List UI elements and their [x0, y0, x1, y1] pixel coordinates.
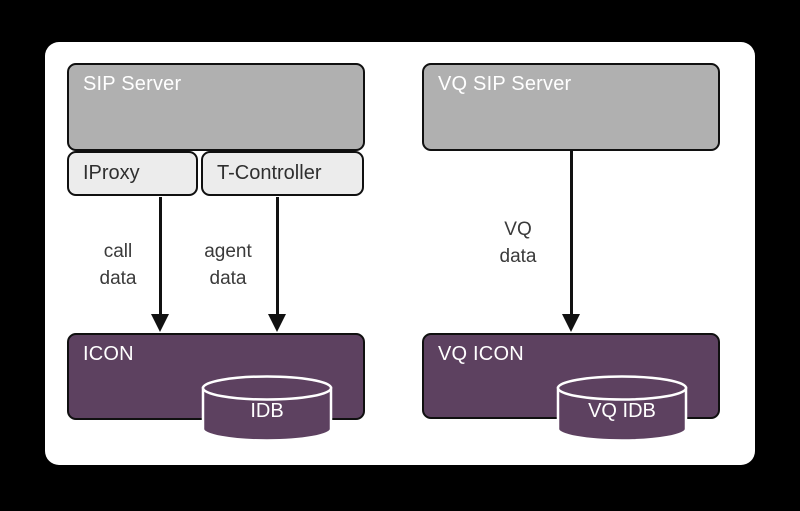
vq-data-flow-label: VQ data — [499, 219, 537, 267]
sip-server-label: SIP Server — [83, 73, 182, 95]
vq-icon-label: VQ ICON — [438, 343, 524, 365]
t-controller-box: T-Controller — [201, 151, 364, 196]
agent-data-arrowhead-icon — [268, 314, 286, 332]
vq-idb-database-cylinder-icon: VQ IDB — [555, 374, 689, 444]
agent-data-arrow-line — [276, 197, 279, 316]
idb-label: IDB — [250, 400, 284, 422]
vq-sip-server-label: VQ SIP Server — [438, 73, 572, 95]
sip-server-box: SIP Server — [67, 63, 365, 151]
diagram-canvas: SIP Server IProxy T-Controller call data… — [45, 42, 755, 465]
icon-label: ICON — [83, 343, 134, 365]
vq-idb-label: VQ IDB — [588, 400, 656, 422]
idb-database-cylinder-icon: IDB — [200, 374, 334, 444]
iproxy-label: IProxy — [83, 162, 140, 184]
vq-data-arrowhead-icon — [562, 314, 580, 332]
iproxy-box: IProxy — [67, 151, 198, 196]
t-controller-label: T-Controller — [217, 162, 322, 184]
idb-cylinder-svg — [201, 375, 333, 442]
call-data-flow-label: call data — [99, 241, 137, 289]
vq-data-arrow-line — [570, 151, 573, 316]
call-data-arrowhead-icon — [151, 314, 169, 332]
vq-idb-cylinder-svg — [556, 375, 688, 442]
call-data-arrow-line — [159, 197, 162, 316]
agent-data-flow-label: agent data — [204, 241, 252, 289]
vq-sip-server-box: VQ SIP Server — [422, 63, 720, 151]
